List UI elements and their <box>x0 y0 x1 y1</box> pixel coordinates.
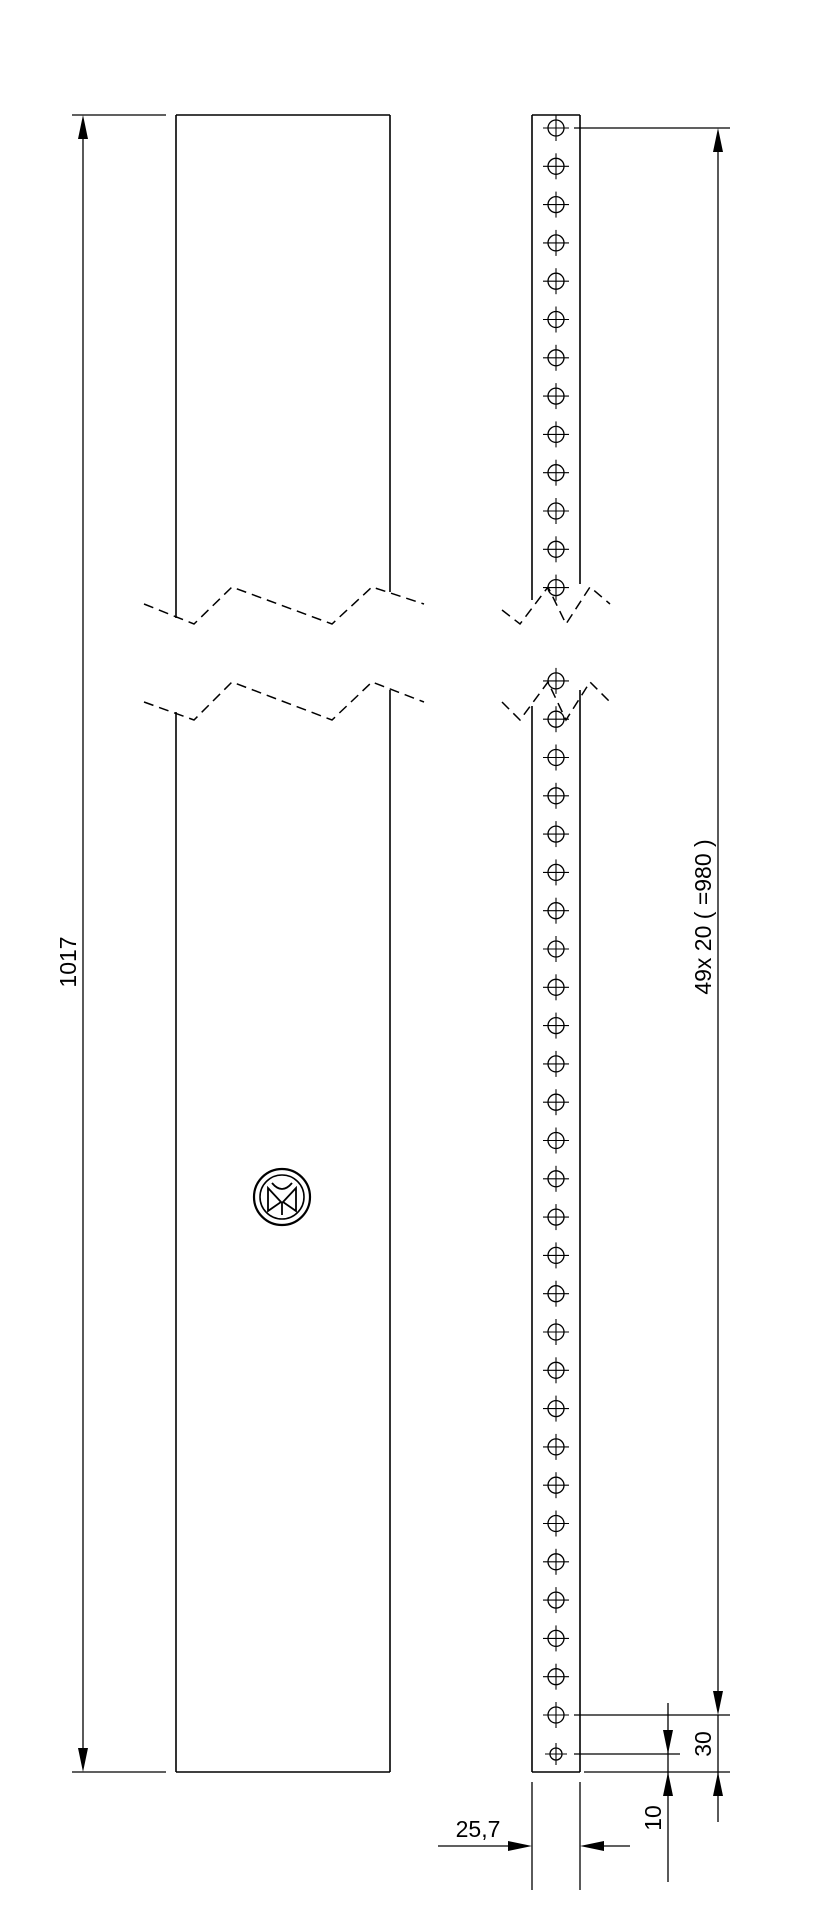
rail-holes-lower <box>543 667 569 1728</box>
mounting-hole-icon <box>545 1743 567 1765</box>
mounting-hole-icon <box>543 421 569 448</box>
rail-width-label: 25,7 <box>456 1816 501 1842</box>
bottom-offset-dimensions: 10 30 <box>574 1703 730 1882</box>
mounting-hole-icon <box>543 1472 569 1499</box>
mounting-hole-icon <box>543 897 569 924</box>
mounting-hole-icon <box>543 268 569 295</box>
mounting-hole-icon <box>543 1204 569 1231</box>
mounting-hole-icon <box>543 667 569 694</box>
mounting-hole-icon <box>543 1012 569 1039</box>
mounting-hole-icon <box>543 153 569 180</box>
rail <box>531 114 581 1773</box>
mounting-hole-icon <box>543 1050 569 1077</box>
mounting-hole-icon <box>543 1663 569 1690</box>
mounting-hole-icon <box>543 1127 569 1154</box>
mounting-hole-icon <box>543 859 569 886</box>
mounting-hole-icon <box>543 706 569 733</box>
mounting-hole-icon <box>543 344 569 371</box>
mounting-hole-icon <box>543 1165 569 1192</box>
mounting-hole-icon <box>543 115 569 141</box>
rail-holes-upper <box>543 115 569 601</box>
mounting-hole-icon <box>543 191 569 218</box>
mounting-hole-icon <box>543 1510 569 1537</box>
rail-width-dimension: 25,7 <box>438 1782 630 1890</box>
mounting-hole-icon <box>543 1089 569 1116</box>
mounting-hole-icon <box>543 1395 569 1422</box>
mounting-hole-icon <box>543 1319 569 1345</box>
mounting-hole-icon <box>543 536 569 563</box>
mounting-hole-icon <box>543 1242 569 1269</box>
mounting-hole-icon <box>543 744 569 771</box>
rail-hole-bottom <box>545 1743 567 1765</box>
mounting-hole-icon <box>543 1548 569 1575</box>
mounting-hole-icon <box>543 383 569 410</box>
overall-height-dimension: 1017 <box>55 114 166 1773</box>
mounting-hole-icon <box>543 1433 569 1460</box>
hole-pitch-dimension: 49x 20 ( =980 ) <box>574 127 730 1716</box>
mounting-hole-icon <box>543 1702 569 1728</box>
mounting-hole-icon <box>543 229 569 256</box>
first-hole-offset-label: 10 <box>640 1805 666 1831</box>
mounting-hole-icon <box>543 1625 569 1652</box>
rail-break-upper <box>501 585 611 626</box>
mounting-hole-icon <box>543 1280 569 1307</box>
mounting-hole-icon <box>543 498 569 524</box>
front-panel <box>175 114 391 1773</box>
front-panel-break-lower <box>143 681 425 721</box>
mounting-hole-icon <box>543 821 569 848</box>
mounting-hole-icon <box>543 459 569 486</box>
rail-break-lower <box>501 680 611 722</box>
second-hole-offset-label: 30 <box>690 1731 716 1757</box>
manufacturer-logo-icon <box>252 1167 312 1227</box>
hole-pitch-label: 49x 20 ( =980 ) <box>690 839 716 994</box>
mounting-hole-icon <box>543 574 569 601</box>
overall-height-label: 1017 <box>55 936 81 987</box>
mounting-hole-icon <box>543 936 569 962</box>
mounting-hole-icon <box>543 306 569 333</box>
mounting-hole-icon <box>543 1587 569 1614</box>
mounting-hole-icon <box>543 1357 569 1384</box>
front-panel-break-upper <box>143 586 425 625</box>
mounting-hole-icon <box>543 974 569 1001</box>
mounting-hole-icon <box>543 782 569 809</box>
